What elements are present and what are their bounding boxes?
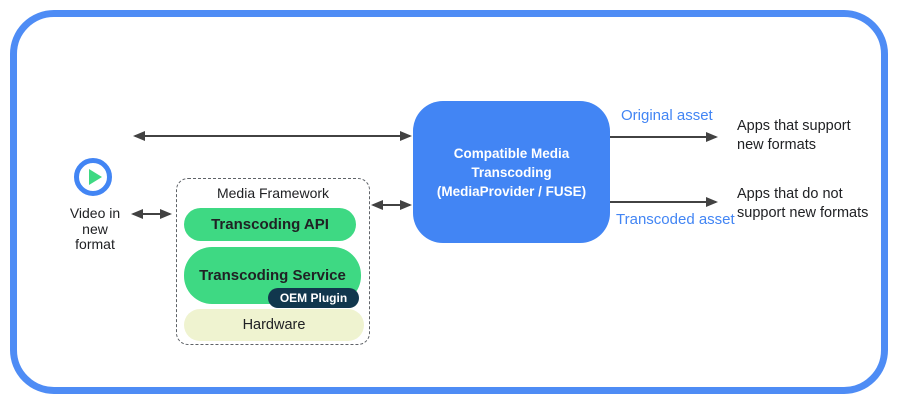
compatible-media-transcoding-box: Compatible Media Transcoding (MediaProvi… xyxy=(413,101,610,243)
transcoding-api-pill: Transcoding API xyxy=(184,208,356,241)
play-icon xyxy=(74,158,112,196)
source-label: Video in new format xyxy=(69,205,121,252)
media-framework-title: Media Framework xyxy=(216,185,330,201)
oem-plugin-pill: OEM Plugin xyxy=(268,288,359,308)
original-asset-label: Original asset xyxy=(621,107,713,124)
media-framework-box: Media Framework Transcoding API Transcod… xyxy=(176,178,370,345)
apps-no-support-label: Apps that do not support new formats xyxy=(737,186,869,221)
compatible-media-transcoding-label: Compatible Media Transcoding (MediaProvi… xyxy=(436,145,587,199)
outer-frame xyxy=(10,10,888,394)
transcoded-asset-label: Transcoded asset xyxy=(616,211,735,228)
apps-support-label: Apps that support new formats xyxy=(737,118,851,153)
hardware-pill: Hardware xyxy=(184,309,364,341)
play-triangle-icon xyxy=(88,169,102,185)
transcoding-service-label: Transcoding Service xyxy=(199,267,346,284)
